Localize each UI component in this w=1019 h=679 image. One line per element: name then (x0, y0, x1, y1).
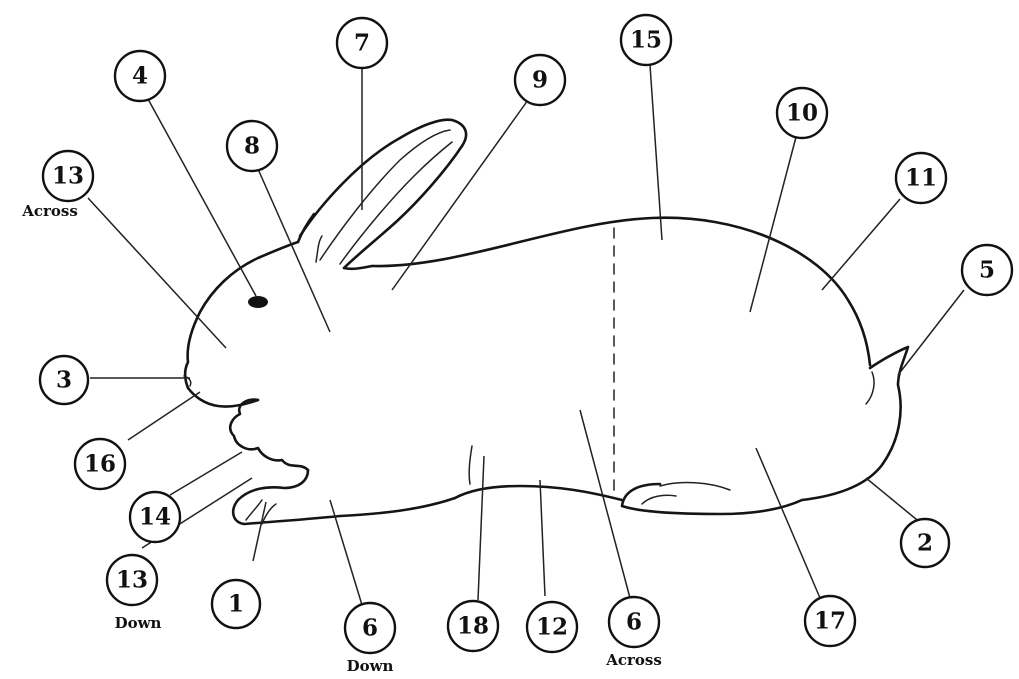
label-15: 15 (621, 15, 671, 65)
eye-mark (248, 296, 268, 308)
label-13-across: 13 Across (21, 151, 93, 220)
rabbit-outline (184, 120, 908, 524)
label-number: 3 (56, 367, 72, 394)
label-2: 2 (901, 519, 949, 567)
label-11: 11 (896, 153, 946, 203)
label-number: 2 (917, 530, 933, 557)
label-caption: Down (347, 657, 394, 675)
label-number: 8 (244, 133, 260, 160)
label-18: 18 (448, 601, 498, 651)
label-number: 9 (532, 67, 548, 94)
label-number: 13 (116, 567, 148, 594)
label-3: 3 (40, 356, 88, 404)
label-17: 17 (805, 596, 855, 646)
label-14: 14 (130, 492, 180, 542)
label-number: 5 (979, 257, 995, 284)
label-number: 7 (354, 30, 370, 57)
label-12: 12 (527, 602, 577, 652)
label-6-across: 6 Across (605, 597, 662, 669)
label-number: 13 (52, 163, 84, 190)
label-number: 1 (228, 591, 244, 618)
label-number: 4 (132, 63, 148, 90)
label-number: 14 (139, 504, 171, 531)
label-8: 8 (227, 121, 277, 171)
label-number: 6 (362, 615, 378, 642)
label-5: 5 (962, 245, 1012, 295)
label-number: 10 (786, 100, 818, 127)
label-1: 1 (212, 580, 260, 628)
label-caption: Across (605, 651, 662, 669)
label-9: 9 (515, 55, 565, 105)
label-10: 10 (777, 88, 827, 138)
label-number: 16 (84, 451, 116, 478)
label-number: 11 (905, 165, 937, 192)
leader-lines (88, 65, 964, 605)
label-13-down: 13 Down (107, 555, 162, 632)
label-number: 15 (630, 27, 662, 54)
label-number: 18 (457, 613, 489, 640)
label-number: 12 (536, 614, 568, 641)
label-4: 4 (115, 51, 165, 101)
label-6-down: 6 Down (345, 603, 395, 675)
label-7: 7 (337, 18, 387, 68)
label-16: 16 (75, 439, 125, 489)
label-caption: Across (21, 202, 78, 220)
label-caption: Down (115, 614, 162, 632)
label-number: 17 (814, 608, 846, 635)
label-number: 6 (626, 609, 642, 636)
